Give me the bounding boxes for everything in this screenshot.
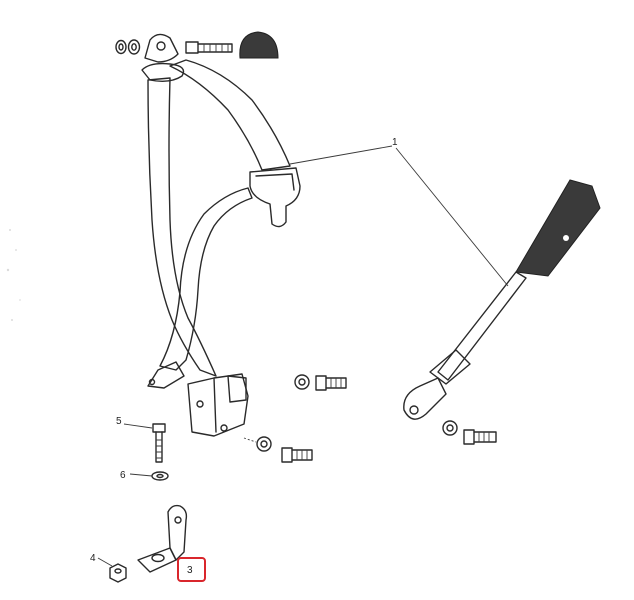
buckle-stalk bbox=[403, 179, 601, 420]
callout-1: 1 bbox=[392, 137, 398, 148]
flange-bolt-upper bbox=[294, 374, 347, 391]
part-3-angle-bracket bbox=[137, 504, 188, 573]
callout-3: 3 bbox=[187, 565, 193, 576]
left-strap bbox=[147, 77, 217, 377]
leader-lines bbox=[97, 145, 509, 567]
part-5-bolt bbox=[152, 423, 166, 463]
callout-4: 4 bbox=[90, 553, 96, 564]
inner-strap bbox=[159, 187, 253, 371]
callout-5: 5 bbox=[116, 416, 122, 427]
lower-tongue bbox=[147, 361, 185, 389]
callout-3-highlight[interactable]: 3 bbox=[177, 557, 206, 582]
lower-anchor-bracket bbox=[187, 373, 249, 437]
flange-bolt-stalk bbox=[442, 420, 497, 445]
part-4-nut bbox=[109, 563, 127, 583]
upper-strap-loop bbox=[141, 62, 185, 83]
upper-anchor-hardware bbox=[115, 31, 279, 63]
part-6-washer bbox=[151, 471, 169, 481]
scan-smudge bbox=[6, 229, 21, 321]
diagonal-strap bbox=[169, 59, 291, 171]
callout-6: 6 bbox=[120, 470, 126, 481]
flange-bolt-lower bbox=[243, 436, 313, 463]
strap-guide bbox=[249, 167, 301, 228]
